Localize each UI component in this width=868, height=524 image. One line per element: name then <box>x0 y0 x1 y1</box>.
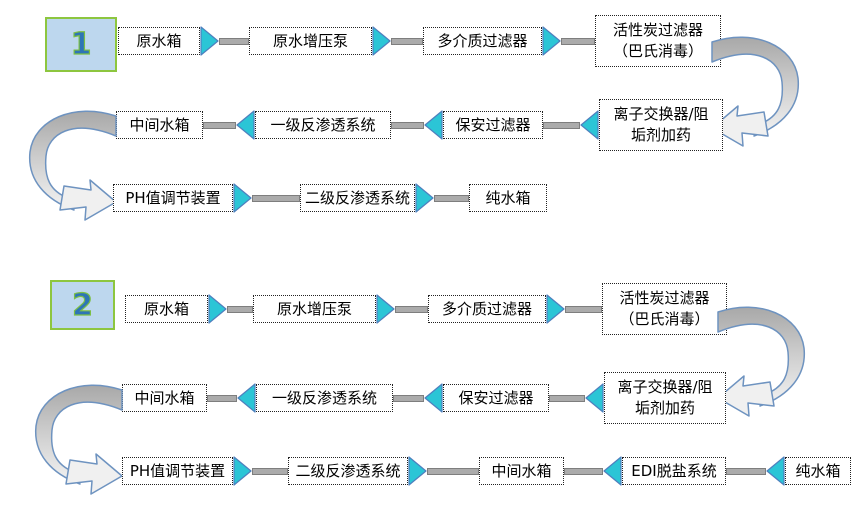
arrow-left-icon <box>424 110 443 140</box>
flow1-row3: PH值调节装置 二级反渗透系统 纯水箱 <box>113 172 547 224</box>
flow2-row2: 中间水箱 一级反渗透系统 保安过滤器 离子交换器/阻 垢剂加药 <box>122 372 726 424</box>
step-node: 中间水箱 <box>116 111 203 139</box>
flow-connector <box>549 383 604 413</box>
connector-line <box>252 467 288 475</box>
curved-arrow-right-icon <box>711 36 800 147</box>
step-node: 纯水箱 <box>785 457 851 485</box>
flow-connector <box>726 456 785 486</box>
connector-line <box>549 394 585 402</box>
connector-line <box>391 121 424 129</box>
flow-connector <box>376 294 428 324</box>
step-node: 原水增压泵 <box>253 295 376 323</box>
connector-line <box>219 37 249 45</box>
step-node: 活性炭过滤器 （巴氏消毒） <box>595 15 721 67</box>
connector-line <box>203 121 236 129</box>
flow2-row1: 原水箱 原水增压泵 多介质过滤器 活性炭过滤器 （巴氏消毒） <box>125 283 727 335</box>
arrow-right-icon <box>208 294 227 324</box>
flow-connector <box>408 456 479 486</box>
connector-line <box>726 467 766 475</box>
curved-arrow-left-icon <box>28 110 117 221</box>
flow-number-badge: 2 <box>50 280 115 330</box>
flow-connector <box>207 383 256 413</box>
arrow-left-icon <box>603 456 622 486</box>
flow-connector <box>372 26 423 56</box>
connector-line <box>393 394 424 402</box>
flow-connector <box>393 383 443 413</box>
arrow-right-icon <box>376 294 395 324</box>
flow-connector <box>543 110 599 140</box>
connector-line <box>391 37 423 45</box>
step-node: 离子交换器/阻 垢剂加药 <box>599 99 723 151</box>
flow-connector <box>233 183 300 213</box>
flow1-row2: 中间水箱 一级反渗透系统 保安过滤器 离子交换器/阻 垢剂加药 <box>116 99 723 151</box>
step-node: PH值调节装置 <box>113 184 233 212</box>
connector-line <box>395 305 428 313</box>
arrow-left-icon <box>236 110 255 140</box>
flow-connector <box>233 456 288 486</box>
flow-connector <box>564 456 622 486</box>
connector-line <box>427 467 479 475</box>
flow-connector <box>546 294 602 324</box>
step-node: 二级反渗透系统 <box>300 184 415 212</box>
arrow-right-icon <box>233 456 252 486</box>
step-node: 原水增压泵 <box>249 27 372 55</box>
step-node: 多介质过滤器 <box>423 27 542 55</box>
step-node: 一级反渗透系统 <box>255 111 391 139</box>
connector-line <box>561 37 595 45</box>
flow-connector <box>542 26 595 56</box>
arrow-right-icon <box>415 183 434 213</box>
step-node: 活性炭过滤器 （巴氏消毒） <box>602 283 727 335</box>
flow2-row3: PH值调节装置 二级反渗透系统 中间水箱 EDI脱盐系统 纯水箱 <box>122 445 851 497</box>
flow-connector <box>203 110 255 140</box>
connector-line <box>564 467 603 475</box>
step-node: EDI脱盐系统 <box>622 457 726 485</box>
connector-line <box>252 194 300 202</box>
step-node: 离子交换器/阻 垢剂加药 <box>604 372 726 424</box>
step-node: 中间水箱 <box>122 384 207 412</box>
step-node: 二级反渗透系统 <box>288 457 408 485</box>
arrow-left-icon <box>424 383 443 413</box>
arrow-left-icon <box>585 383 604 413</box>
curved-arrow-left-icon <box>34 384 123 495</box>
flow-number-badge: 1 <box>45 17 117 72</box>
arrow-right-icon <box>372 26 391 56</box>
connector-line <box>543 121 580 129</box>
connector-line <box>565 305 602 313</box>
arrow-left-icon <box>237 383 256 413</box>
arrow-left-icon <box>766 456 785 486</box>
arrow-right-icon <box>408 456 427 486</box>
step-node: 多介质过滤器 <box>428 295 546 323</box>
flow1-row1: 原水箱 原水增压泵 多介质过滤器 活性炭过滤器 （巴氏消毒） <box>118 15 721 67</box>
connector-line <box>207 394 237 402</box>
step-node: 保安过滤器 <box>443 111 543 139</box>
flow-connector <box>208 294 253 324</box>
flow-connector <box>391 110 443 140</box>
flow-connector <box>415 183 469 213</box>
connector-line <box>227 305 253 313</box>
arrow-right-icon <box>546 294 565 324</box>
connector-line <box>434 194 469 202</box>
step-node: 纯水箱 <box>469 184 547 212</box>
arrow-right-icon <box>542 26 561 56</box>
step-node: 原水箱 <box>118 27 200 55</box>
step-node: PH值调节装置 <box>122 457 233 485</box>
arrow-right-icon <box>233 183 252 213</box>
curved-arrow-right-icon <box>717 306 806 417</box>
step-node: 保安过滤器 <box>443 384 549 412</box>
step-node: 一级反渗透系统 <box>256 384 393 412</box>
step-node: 原水箱 <box>125 295 208 323</box>
arrow-right-icon <box>200 26 219 56</box>
arrow-left-icon <box>580 110 599 140</box>
step-node: 中间水箱 <box>479 457 564 485</box>
flow-connector <box>200 26 249 56</box>
